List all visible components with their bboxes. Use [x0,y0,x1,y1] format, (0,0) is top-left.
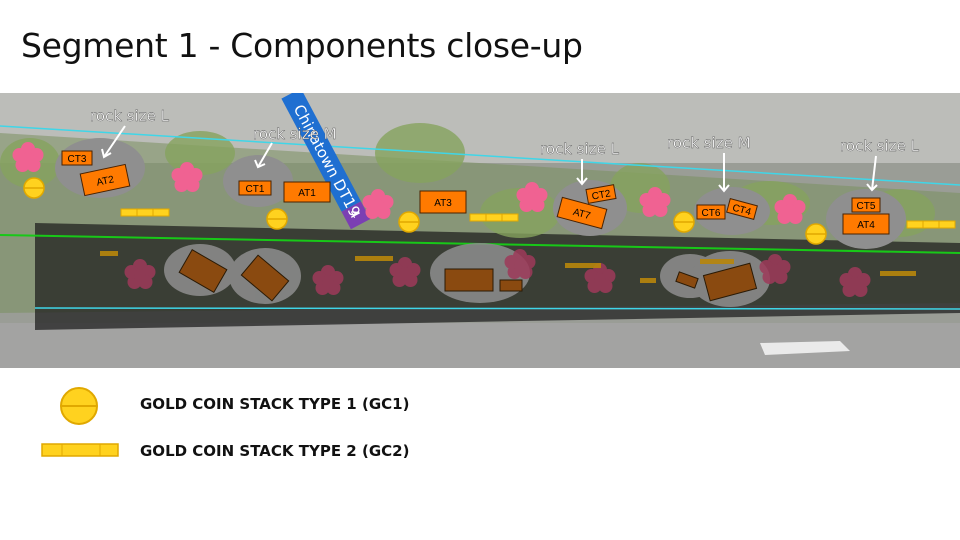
component-label: CT3 [68,154,87,165]
gc1-legend-icon [60,387,98,425]
component-label: AT3 [434,198,452,209]
component-ct6: CT6 [696,204,726,220]
component-label: AT4 [857,220,875,231]
cyan-boundary-bottom [34,307,960,310]
rock-label: rock size M [667,134,751,152]
component-label: CT2 [591,188,612,202]
rock-label: rock size L [90,107,170,125]
component-ct1: CT1 [238,180,272,196]
cyan-boundary-top [0,125,960,186]
component-label: CT6 [702,208,721,219]
component-label: AT7 [572,207,592,222]
component-label: AT2 [96,174,116,189]
segment-map: Chinatown DT19 4 CT3 AT2 CT1 AT1 AT3 CT2… [0,93,960,368]
component-label: CT1 [246,184,265,195]
component-ct3: CT3 [61,150,93,166]
component-label: CT4 [731,203,753,219]
gc1-legend-label: GOLD COIN STACK TYPE 1 (GC1) [140,395,410,413]
rock-label: rock size L [840,137,920,155]
component-at3: AT3 [419,190,467,214]
rock-label: rock size M [253,125,337,143]
component-at4: AT4 [842,213,890,235]
gc2-legend-label: GOLD COIN STACK TYPE 2 (GC2) [140,442,410,460]
component-label: CT5 [857,201,876,212]
component-label: AT1 [298,188,316,199]
slide-title: Segment 1 - Components close-up [21,26,583,65]
component-at2: AT2 [79,163,131,197]
gc2-legend-icon [41,443,119,457]
component-ct5: CT5 [851,197,881,213]
component-ct2: CT2 [585,184,617,204]
rock-arrows [101,125,878,193]
rock-label: rock size L [540,140,620,158]
component-at1: AT1 [283,181,331,203]
component-ct4: CT4 [726,198,758,220]
component-at7: AT7 [556,196,608,230]
